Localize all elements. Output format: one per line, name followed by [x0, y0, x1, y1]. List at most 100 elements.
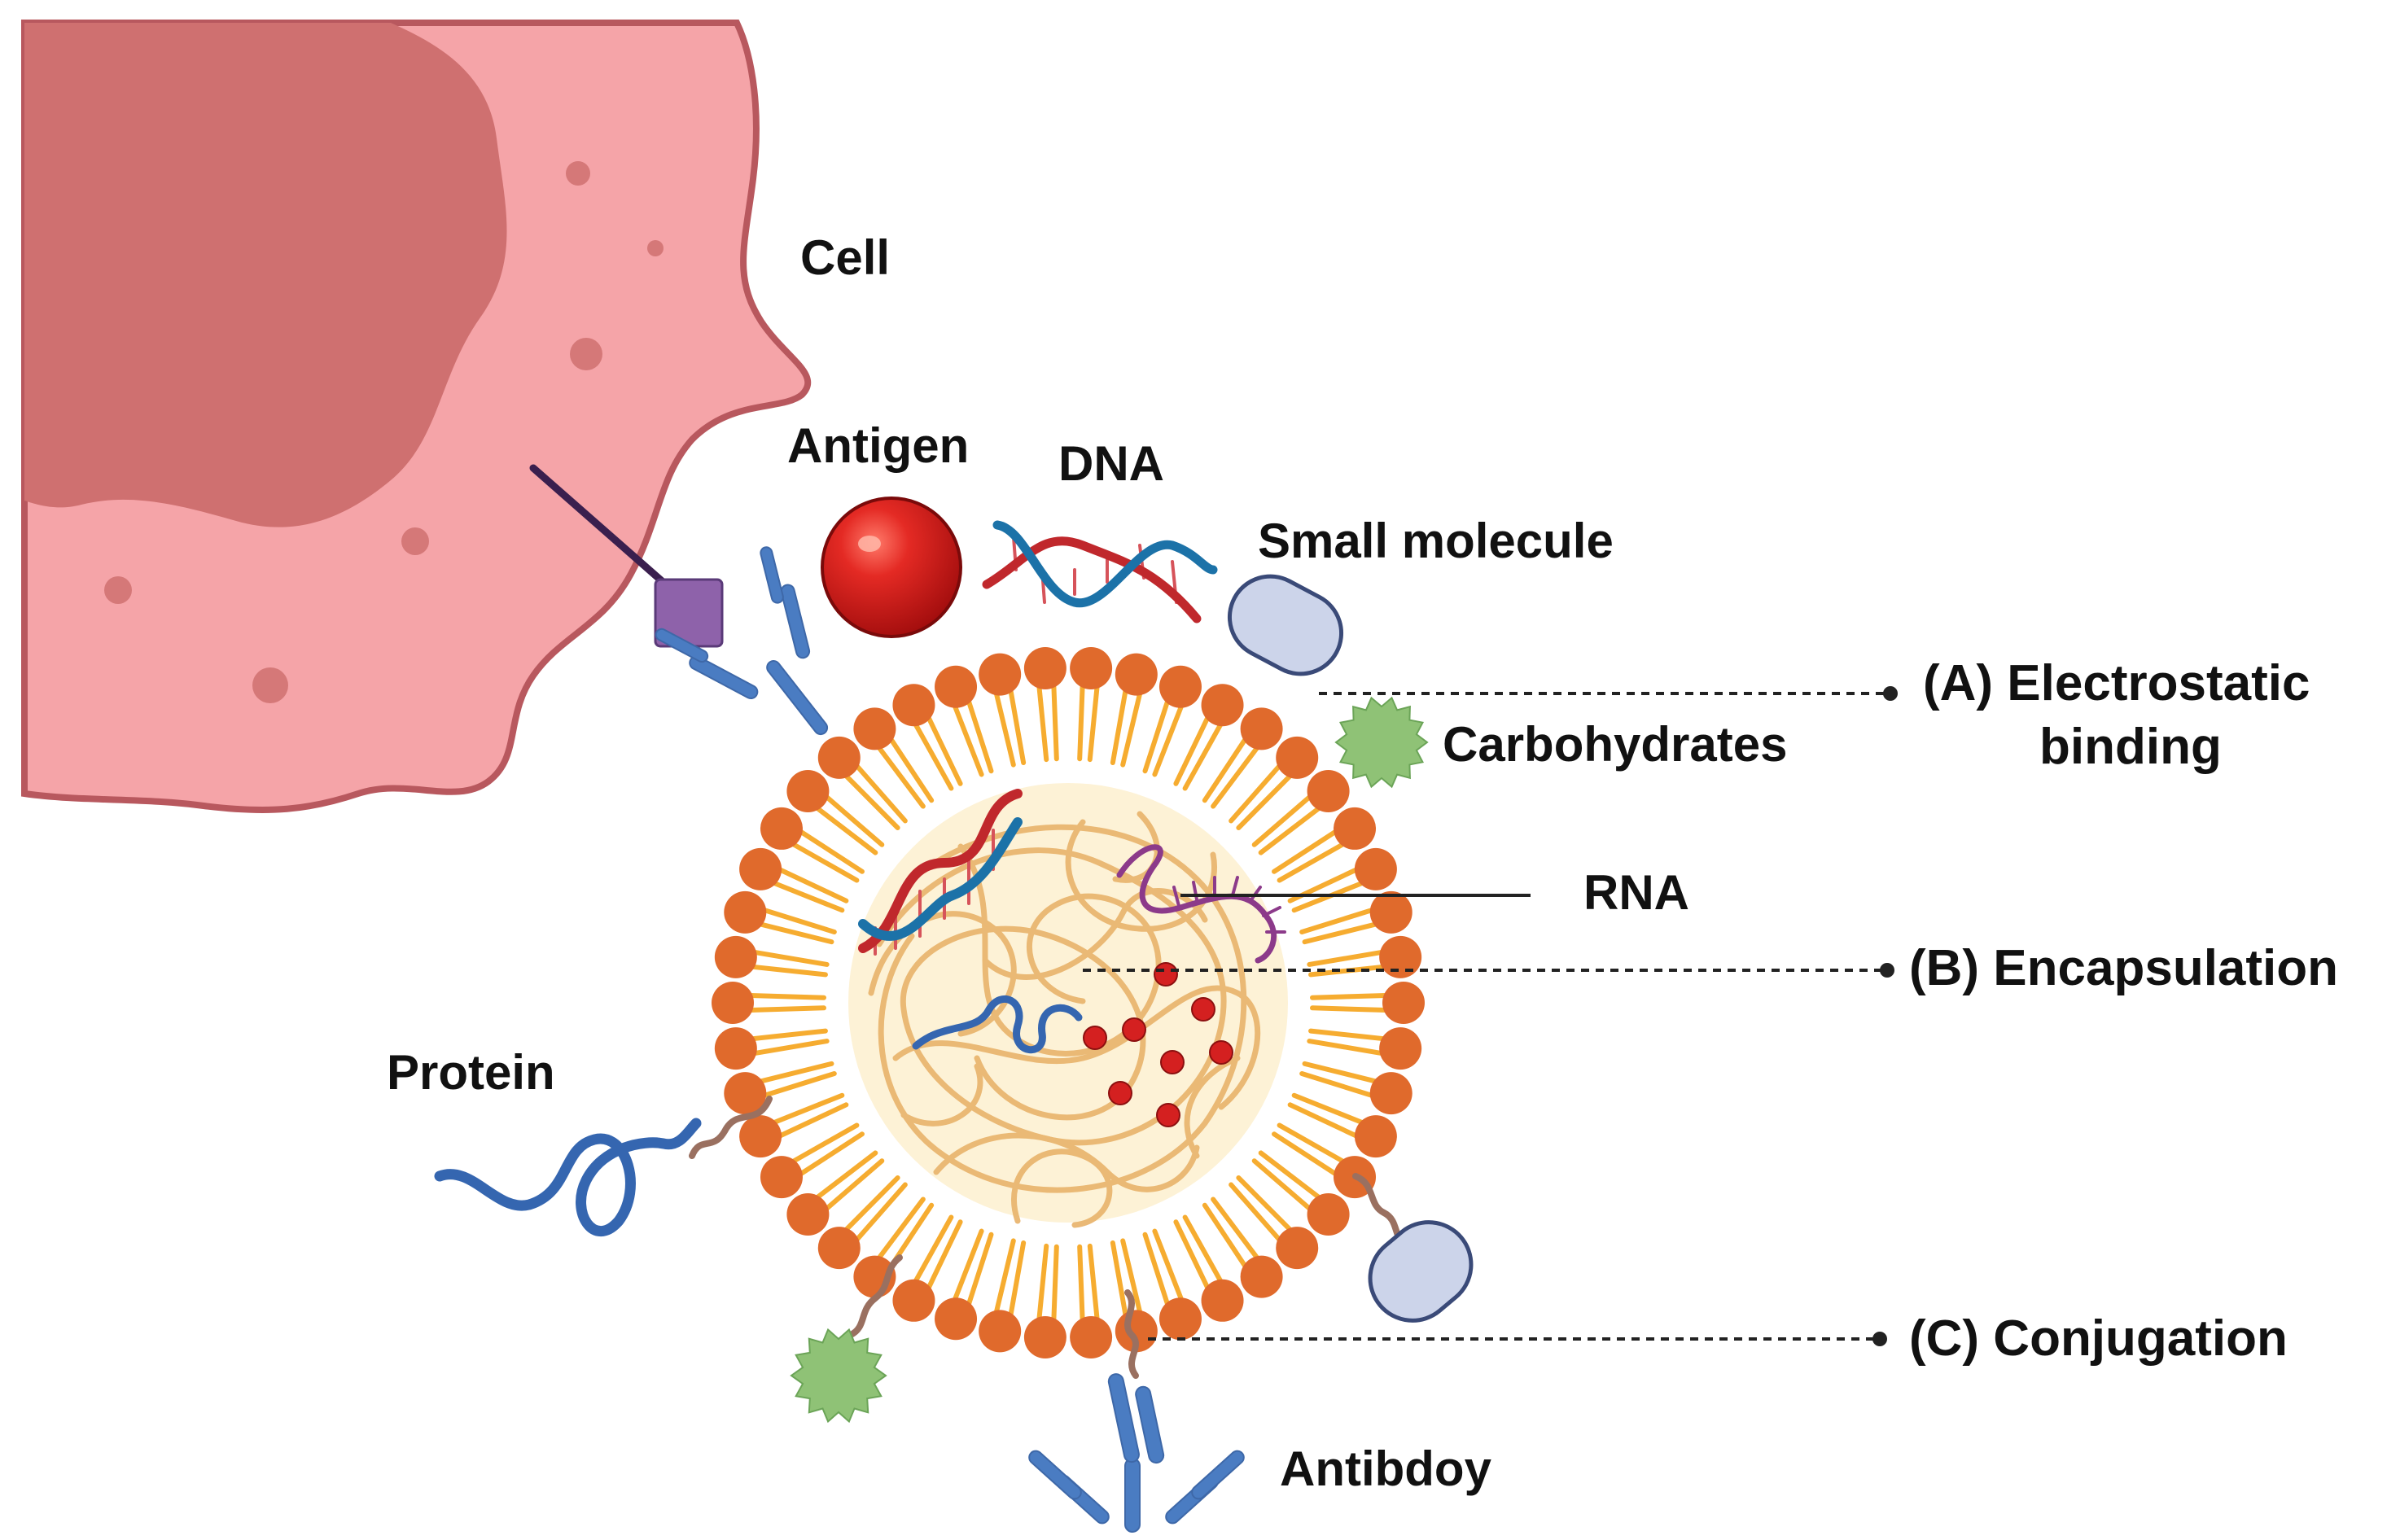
label-rna: RNA	[1583, 865, 1689, 920]
lipid-tail	[1051, 683, 1059, 762]
labels: Cell Antigen DNA Small molecule Carbohyd…	[387, 230, 2338, 1496]
lipid-head	[714, 1027, 757, 1070]
lipid-tail	[854, 1182, 908, 1243]
lipid-head	[892, 1279, 935, 1322]
lipid-tail	[1182, 1214, 1224, 1284]
lipid-tail	[771, 880, 845, 913]
lipid-tail	[1077, 1244, 1085, 1323]
lipid-head	[1070, 1316, 1113, 1359]
lipid-tail	[1152, 703, 1185, 777]
lipid-head	[817, 1227, 861, 1270]
method-a-line2: binding	[2039, 719, 2222, 775]
lipid-tail	[1229, 1182, 1282, 1243]
cell-vesicles	[104, 161, 664, 703]
label-dna: DNA	[1058, 436, 1164, 491]
lipid-head	[1354, 847, 1397, 890]
lipid-tail	[1291, 1092, 1365, 1126]
lipid-tail	[750, 1028, 828, 1042]
antibody-icon	[655, 546, 829, 736]
lipid-tail	[1087, 684, 1100, 763]
lipid-head	[712, 982, 754, 1024]
lipid-tail	[791, 1122, 860, 1164]
lipid-head	[1276, 1227, 1319, 1270]
lipid-head	[1023, 1316, 1066, 1359]
lipid-tail	[1120, 1238, 1143, 1315]
lipid-tail	[1236, 773, 1293, 831]
lipid-tails	[748, 683, 1388, 1323]
label-antigen: Antigen	[787, 418, 969, 473]
lipid-tail	[771, 1092, 845, 1126]
cell-icon	[21, 20, 812, 813]
lipid-tail	[926, 1219, 963, 1291]
lipid-tail	[1152, 1228, 1185, 1302]
lipid-head	[1201, 1279, 1244, 1322]
lipid-tail	[1008, 1240, 1027, 1318]
small-molecule-icon	[1227, 574, 1344, 676]
lipid-tail	[814, 1150, 878, 1201]
method-c: (C) Conjugation	[1909, 1310, 2288, 1367]
lipid-tail	[993, 1238, 1016, 1315]
conjugated-antibody-icon	[1028, 1373, 1245, 1533]
lipid-tail	[1173, 715, 1211, 786]
surface-dna-icon	[982, 520, 1218, 623]
lipid-tail	[1211, 745, 1260, 809]
lipid-tail	[1173, 1219, 1211, 1291]
lipid-head	[1158, 1297, 1202, 1341]
lipid-tail	[854, 763, 908, 824]
lipid-tail	[1202, 1202, 1248, 1269]
lipid-tail	[1299, 908, 1375, 934]
small-molecule-dots	[1083, 962, 1233, 1127]
lipid-head	[1334, 807, 1377, 850]
lipid-head	[1201, 684, 1244, 727]
lipid-head	[1023, 646, 1066, 689]
lipid-head	[739, 1115, 782, 1158]
lipid-tail	[1008, 688, 1027, 765]
lipid-tail	[1299, 1071, 1375, 1098]
lipid-tail	[751, 1039, 830, 1057]
method-a-line1: (A) Electrostatic	[1923, 655, 2310, 711]
lipid-tail	[1310, 1005, 1388, 1013]
lipid-head	[979, 653, 1022, 696]
lipid-tail	[750, 964, 828, 978]
lipid-tail	[966, 698, 994, 774]
lipid-tail	[1258, 1150, 1322, 1201]
lipid-head	[1070, 646, 1113, 689]
lipid-tail	[791, 842, 860, 883]
lipid-tail	[1036, 1243, 1049, 1322]
lipid-tail	[761, 908, 837, 934]
lipid-tail	[1077, 683, 1085, 762]
lipid-tail	[748, 1005, 826, 1013]
label-protein: Protein	[387, 1045, 555, 1100]
lipid-head	[1307, 1193, 1350, 1236]
lipid-tail	[798, 1131, 865, 1177]
label-antibody: Antibdoy	[1280, 1442, 1492, 1496]
lipid-tail	[966, 1232, 994, 1307]
receptor-icon	[529, 464, 724, 648]
lipid-tail	[1272, 829, 1338, 874]
lipid-tail	[1036, 684, 1049, 763]
lipid-tail	[1211, 1197, 1260, 1261]
lipid-head	[760, 1156, 803, 1199]
lipid-tail	[1277, 1122, 1346, 1164]
lipid-tail	[1251, 794, 1312, 847]
lipid-tail	[1202, 737, 1248, 803]
lipid-head	[1369, 1072, 1412, 1115]
lipid-tail	[952, 703, 984, 777]
lipid-head	[1240, 707, 1283, 750]
lipid-head	[1379, 935, 1422, 978]
lipid-head	[1379, 1027, 1422, 1070]
lipid-tail	[1182, 721, 1224, 791]
lipid-head	[935, 665, 978, 708]
protein-icon	[434, 1118, 702, 1236]
method-b: (B) Encapsulation	[1909, 940, 2338, 996]
lipid-tail	[751, 949, 830, 967]
lipid-tail	[1142, 698, 1171, 774]
lipid-head	[1115, 653, 1158, 696]
lipid-tail	[824, 794, 885, 847]
lipid-tail	[913, 1214, 954, 1284]
lipid-head	[1382, 982, 1425, 1024]
lipid-head	[786, 769, 830, 812]
guide-lines	[1083, 686, 1898, 1346]
lipid-tail	[748, 993, 826, 1000]
